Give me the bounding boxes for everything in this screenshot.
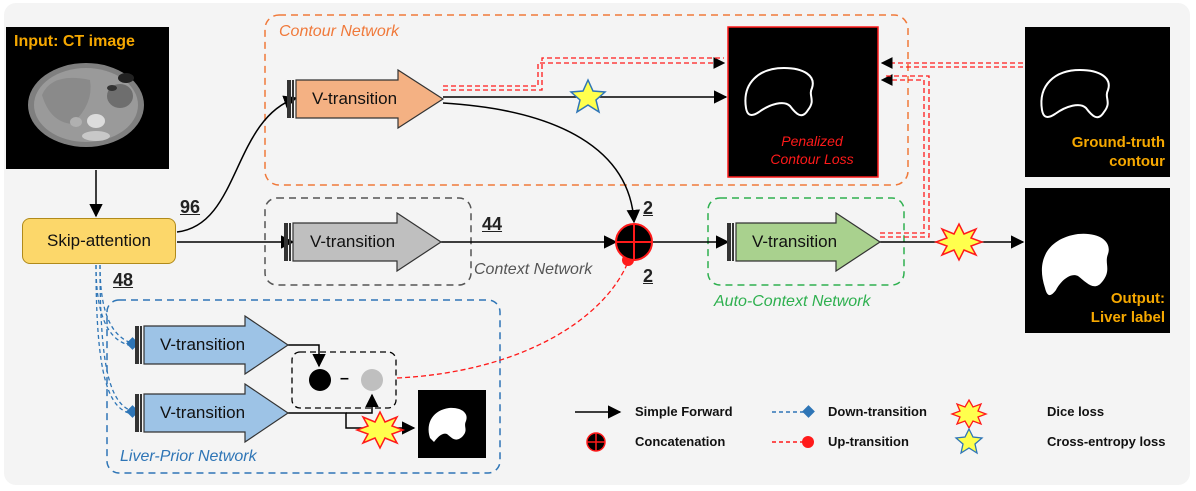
subtraction-box	[291, 351, 397, 409]
legend-forward-label: Simple Forward	[635, 404, 733, 419]
contour-loss-line1: Penalized	[781, 133, 843, 149]
subtract-sign: –	[340, 370, 349, 387]
v-transition-block-context	[284, 211, 443, 273]
legend-ce-star	[954, 427, 984, 455]
up-transition-auto-2	[880, 75, 930, 238]
legend-ce-label: Cross-entropy loss	[1047, 434, 1166, 449]
contour-loss-panel	[727, 26, 879, 178]
context-network-title: Context Network	[474, 261, 593, 278]
legend-dice-star	[950, 398, 988, 430]
prior1-to-subtract-arrow	[288, 344, 326, 368]
v-transition-label-prior-2: V-transition	[160, 403, 246, 422]
input-label: Input: CT image	[14, 33, 135, 50]
contour-network-box	[264, 14, 909, 186]
skip-to-contour-arrow	[176, 95, 298, 233]
output-liver-mask	[1041, 233, 1109, 296]
ground-truth-line2: contour	[1109, 153, 1165, 170]
auto-context-network-title: Auto-Context Network	[714, 293, 871, 310]
up-transition-auto-1	[880, 74, 925, 234]
down-transition-2	[99, 264, 136, 413]
output-line1: Output:	[1110, 290, 1165, 307]
v-transition-label-auto-context: V-transition	[752, 232, 838, 251]
v-transition-label-prior-1: V-transition	[160, 335, 246, 354]
v-transition-label-contour: V-transition	[312, 89, 398, 108]
ct-scan-image	[28, 63, 144, 147]
prior-map-circle-gray	[361, 369, 383, 391]
channel-44: 44	[482, 214, 503, 234]
output-label: Output: Liver label	[1030, 289, 1165, 327]
ground-truth-contour-shape	[1040, 68, 1110, 119]
contour-loss-line2: Contour Loss	[770, 151, 854, 167]
channel-2-top: 2	[643, 198, 654, 218]
liver-prior-network-box	[106, 299, 501, 474]
legend-up-dot	[802, 436, 814, 448]
legend-concat-label: Concatenation	[635, 434, 726, 449]
output-line2: Liver label	[1090, 309, 1165, 326]
liver-prior-mask	[428, 407, 467, 442]
up-transition-contour-2	[443, 57, 724, 91]
v-transition-label-context: V-transition	[310, 232, 396, 251]
ground-truth-line1: Ground-truth	[1071, 134, 1165, 151]
dice-loss-star-prior	[354, 410, 406, 450]
legend-concat-icon	[586, 432, 606, 452]
contour-to-concat-arrow	[442, 102, 641, 224]
legend-up-label: Up-transition	[828, 434, 909, 449]
contour-network-title: Contour Network	[279, 23, 400, 40]
legend-down-diamond	[802, 405, 815, 418]
up-transition-prior	[396, 261, 629, 379]
channel-2-bottom: 2	[643, 266, 654, 286]
v-transition-block-prior-2	[135, 382, 290, 444]
channel-96: 96	[180, 197, 201, 217]
cross-entropy-star	[569, 78, 607, 114]
contour-loss-label: Penalized Contour Loss	[752, 132, 872, 168]
liver-prior-network-title: Liver-Prior Network	[120, 448, 257, 465]
channel-48: 48	[113, 270, 134, 290]
prior-map-circle-black	[309, 369, 331, 391]
predicted-contour-shape	[744, 66, 814, 117]
v-transition-block-auto-context	[727, 211, 882, 273]
down-transition-2b	[95, 264, 134, 415]
dice-loss-star-output	[933, 222, 985, 262]
down-transition-1	[99, 264, 136, 345]
ground-truth-label: Ground-truth contour	[1030, 133, 1165, 171]
v-transition-block-prior-1	[135, 314, 290, 376]
legend-down-label: Down-transition	[828, 404, 927, 419]
ground-truth-panel	[1025, 27, 1170, 177]
v-transition-block-contour	[287, 68, 445, 130]
legend-dice-label: Dice loss	[1047, 404, 1105, 419]
skip-attention-box: Skip-attention	[22, 218, 176, 264]
output-to-subtract-arrow	[346, 393, 379, 414]
concatenation-node	[615, 223, 653, 261]
up-transition-contour-1	[443, 57, 726, 87]
skip-attention-label: Skip-attention	[47, 231, 151, 250]
